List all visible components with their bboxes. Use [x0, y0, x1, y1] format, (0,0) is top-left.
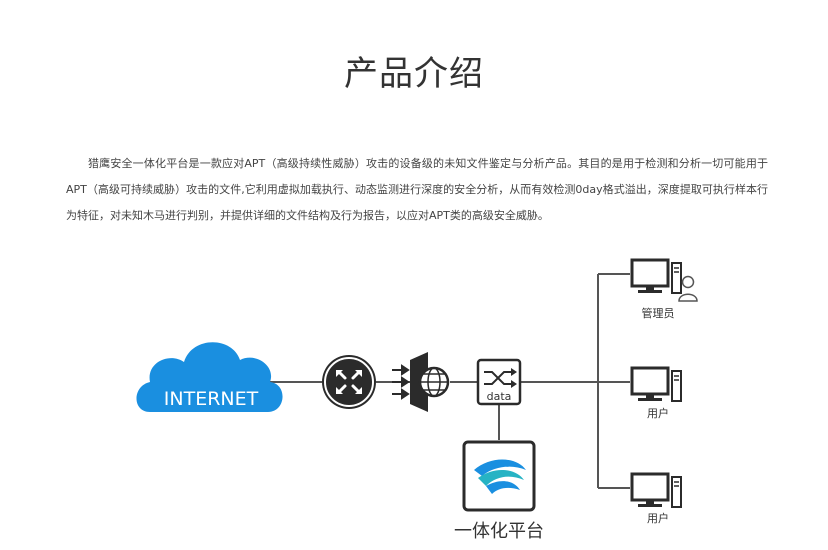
- data-switch-icon: data: [476, 358, 522, 406]
- switch-label: data: [487, 390, 512, 403]
- platform-device-icon: 一体化平台: [454, 440, 544, 542]
- firewall-icon: [392, 352, 450, 412]
- page-title: 产品介绍: [344, 54, 484, 94]
- connection-lines: [268, 273, 630, 489]
- router-icon: [322, 355, 376, 409]
- user-computer-icon: [630, 472, 682, 508]
- user-computer-icon: [630, 366, 682, 402]
- endpoint-label-user-1: 用户: [647, 406, 669, 420]
- endpoint-label-user-2: 用户: [647, 511, 669, 525]
- internet-label: INTERNET: [164, 388, 259, 410]
- admin-computer-icon: [630, 258, 698, 302]
- internet-cloud-icon: INTERNET: [136, 342, 283, 412]
- platform-label: 一体化平台: [454, 521, 544, 542]
- product-description: 猎鹰安全一体化平台是一款应对APT（高级持续性威胁）攻击的设备级的未知文件鉴定与…: [66, 157, 768, 222]
- endpoint-label-admin: 管理员: [642, 306, 675, 320]
